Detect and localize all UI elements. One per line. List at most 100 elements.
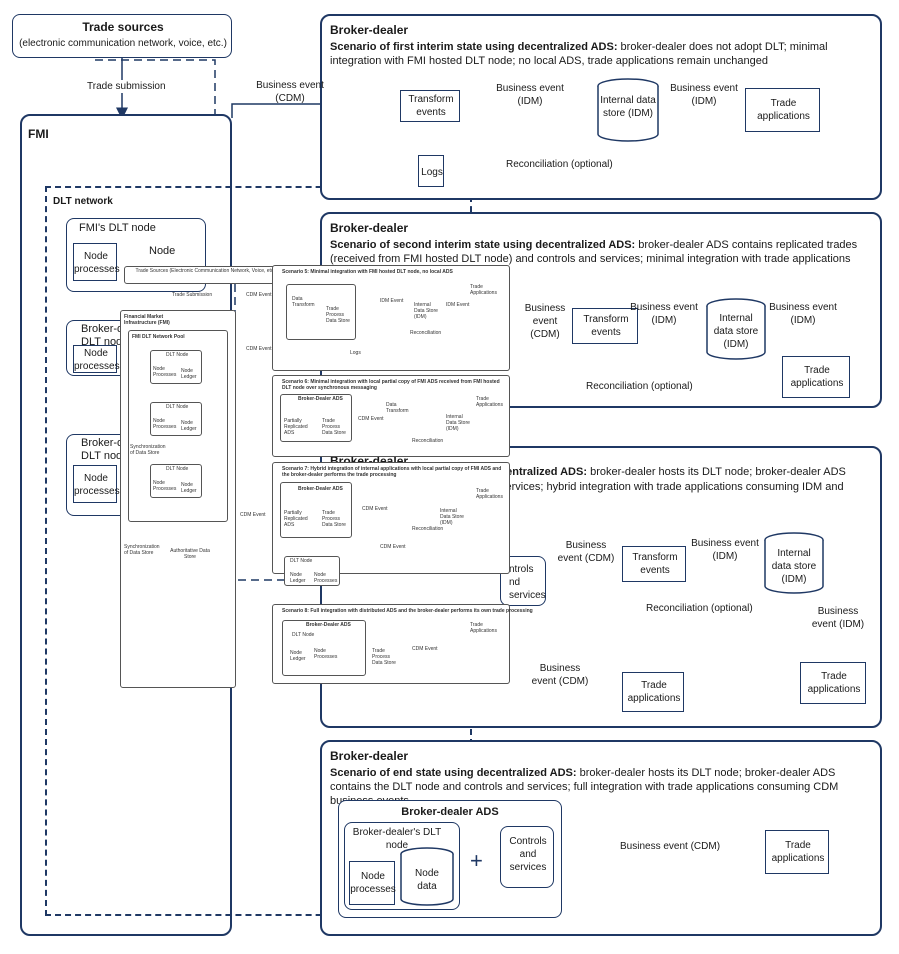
- panel3-business-event-idm-2: Business event (IDM): [811, 606, 865, 630]
- panel3-scenario-line1: centralized ADS: broker-dealer hosts its…: [500, 466, 846, 479]
- panel4-node-data-label: Node data: [415, 868, 439, 892]
- panel2-transform-box: Transform events: [572, 308, 638, 344]
- overlay-s5-reconciliation: Reconciliation: [410, 330, 442, 336]
- overlay-s8-node-processes: Node Processes: [314, 648, 338, 660]
- panel4-trade-apps-label: Trade applications: [771, 840, 825, 864]
- panel3-business-event-cdm: Business event (CDM): [557, 540, 615, 564]
- overlay-node-processes-3: Node Processes: [153, 480, 177, 492]
- panel1-internal-store: [597, 78, 659, 142]
- panel1-internal-store-label: Internal data store (IDM): [600, 95, 656, 119]
- overlay-s6-ads-title: Broker-Dealer ADS: [298, 396, 343, 402]
- overlay-s5-trade-apps: Trade Applications: [470, 284, 497, 296]
- panel1-business-event-cdm: Business event (CDM): [256, 80, 324, 104]
- panel2-reconciliation: Reconciliation (optional): [586, 381, 693, 392]
- panel4-scenario-bold: Scenario of end state using decentralize…: [330, 767, 577, 779]
- trade-sources-subtitle: (electronic communication network, voice…: [19, 38, 227, 49]
- overlay-s7-ads-title: Broker-Dealer ADS: [298, 486, 343, 492]
- overlay-s5-internal-store: Internal Data Store (IDM): [414, 302, 438, 320]
- overlay-s7-trade-apps: Trade Applications: [476, 488, 503, 500]
- overlay-s7-title-text: Scenario 7: Hybrid integration of intern…: [282, 466, 502, 478]
- panel3-internal-store: [764, 532, 824, 594]
- panel2-heading: Broker-dealer: [330, 221, 409, 235]
- panel4-ads-title: Broker-dealer ADS: [401, 806, 499, 818]
- overlay-fmi-title: Financial Market Infrastructure (FMI): [124, 314, 170, 326]
- panel2-internal-store-label: Internal data store (IDM): [713, 313, 759, 350]
- panel3-scenario-rest-1: broker-dealer hosts its DLT node; broker…: [587, 466, 846, 478]
- panel3-business-event-idm: Business event (IDM): [691, 538, 759, 562]
- overlay-s7-partial: Partially Replicated ADS: [284, 510, 308, 528]
- overlay-s6-title-text: Scenario 6: Minimal integration with loc…: [282, 379, 500, 391]
- overlay-s6-data-transform: Data Transform: [386, 402, 409, 414]
- overlay-trade-sources-text: Trade Sources (Electronic Communication …: [135, 268, 277, 274]
- overlay-s5-idm-event: IDM Event: [380, 298, 404, 304]
- panel3-controls-label: ntrols nd services: [509, 564, 546, 601]
- panel1-logs-label: Logs: [421, 167, 443, 178]
- overlay-s5-title-text: Scenario 5: Minimal integration with FMI…: [282, 269, 453, 275]
- trade-submission-label: Trade submission: [87, 80, 166, 93]
- overlay-s8-node-ledger: Node Ledger: [290, 650, 306, 662]
- overlay-s8-cdm-event: CDM Event: [412, 646, 438, 652]
- overlay-s7-node-processes: Node Processes: [314, 572, 338, 584]
- overlay-node-processes-2: Node Processes: [153, 418, 177, 430]
- panel1-scenario: Scenario of first interim state using de…: [330, 40, 875, 68]
- panel3-trade-apps-label-1: Trade applications: [807, 671, 861, 695]
- overlay-s6-cdm-event: CDM Event: [358, 416, 384, 422]
- panel1-business-event-idm-2: Business event (IDM): [670, 83, 738, 107]
- panel2-business-event-cdm: Business event (CDM): [524, 303, 566, 340]
- overlay-s6-reconciliation: Reconciliation: [412, 438, 444, 444]
- panel4-node-processes-label: Node processes: [350, 871, 396, 895]
- panel4-heading: Broker-dealer: [330, 749, 409, 763]
- node-processes-label-2: Node processes: [74, 348, 120, 372]
- panel1-logs-box: Logs: [418, 155, 444, 187]
- panel1-reconciliation: Reconciliation (optional): [506, 159, 613, 170]
- overlay-s7-reconciliation: Reconciliation: [412, 526, 444, 532]
- panel3-trade-apps-box-2: Trade applications: [622, 672, 684, 712]
- panel4-trade-apps-box: Trade applications: [765, 830, 829, 874]
- overlay-dlt-node-2: [150, 402, 202, 436]
- panel4-business-event: Business event (CDM): [620, 841, 721, 852]
- panel3-business-event-cdm-2: Business event (CDM): [531, 663, 589, 687]
- node-processes-box: Node processes: [73, 243, 120, 281]
- overlay-s5-cdm-event: CDM Event: [246, 292, 272, 298]
- panel1-scenario-rest: broker-dealer does not adopt DLT; minima…: [330, 41, 828, 67]
- overlay-s7-ads: [280, 482, 352, 538]
- overlay-dlt-node-3-label: DLT Node: [166, 466, 189, 472]
- panel1-scenario-bold: Scenario of first interim state using de…: [330, 41, 618, 53]
- overlay-s5-trade-store: Trade Process Data Store: [326, 306, 350, 324]
- panel4-node-data-cylinder: [400, 847, 454, 906]
- overlay-s7-title: Scenario 7: Hybrid integration of intern…: [282, 466, 502, 478]
- overlay-s7-cdm-event-2: CDM Event: [362, 506, 388, 512]
- node-processes-box-2: Node processes: [73, 345, 120, 373]
- panel2-trade-apps-label: Trade applications: [790, 365, 844, 389]
- panel2-business-event-idm: Business event (IDM): [630, 302, 698, 326]
- overlay-s6-trade-apps: Trade Applications: [476, 396, 503, 408]
- overlay-dlt-node-2-label: DLT Node: [166, 404, 189, 410]
- fmi-title: FMI: [28, 127, 49, 141]
- overlay-auth-store: Authoritative Data Store: [170, 548, 210, 560]
- panel1-transform-box: Transform events: [400, 90, 460, 122]
- overlay-dlt-node-1-label: DLT Node: [166, 352, 189, 358]
- overlay-s8-trade-apps: Trade Applications: [470, 622, 497, 634]
- overlay-s8-ads: [282, 620, 366, 676]
- trade-sources-box: Trade sources (electronic communication …: [12, 14, 232, 58]
- overlay-dlt-node-1: [150, 350, 202, 384]
- overlay-node-ledger-1: Node Ledger: [181, 368, 197, 380]
- overlay-s7-internal-store: Internal Data Store (IDM): [440, 508, 464, 526]
- overlay-s7-dlt-node: [284, 556, 340, 586]
- overlay-s7-node-ledger: Node Ledger: [290, 572, 306, 584]
- panel3-trade-apps-label-2: Trade applications: [627, 680, 681, 704]
- panel3-scenario-bold: centralized ADS:: [500, 466, 588, 478]
- overlay-s6-ads: [280, 394, 352, 442]
- overlay-s8-ads-title: Broker-Dealer ADS: [306, 622, 351, 628]
- overlay-s5-idm-event-2: IDM Event: [446, 302, 470, 308]
- panel4-controls-label: Controls and services: [509, 836, 547, 873]
- panel2-transform-label: Transform events: [583, 314, 629, 338]
- overlay-s6-title: Scenario 6: Minimal integration with loc…: [282, 379, 502, 391]
- panel3-scenario-line2: services; hybrid integration with trade …: [500, 481, 844, 493]
- overlay-s8-title: Scenario 8: Full integration with distri…: [282, 608, 533, 614]
- node-label: Node: [149, 245, 176, 257]
- overlay-s7-cdm-event-3: CDM Event: [380, 544, 406, 550]
- panel4-plus: +: [470, 848, 483, 873]
- panel3-transform-box: Transform events: [622, 546, 686, 582]
- fmi-dlt-node-title: FMI's DLT node: [79, 222, 156, 234]
